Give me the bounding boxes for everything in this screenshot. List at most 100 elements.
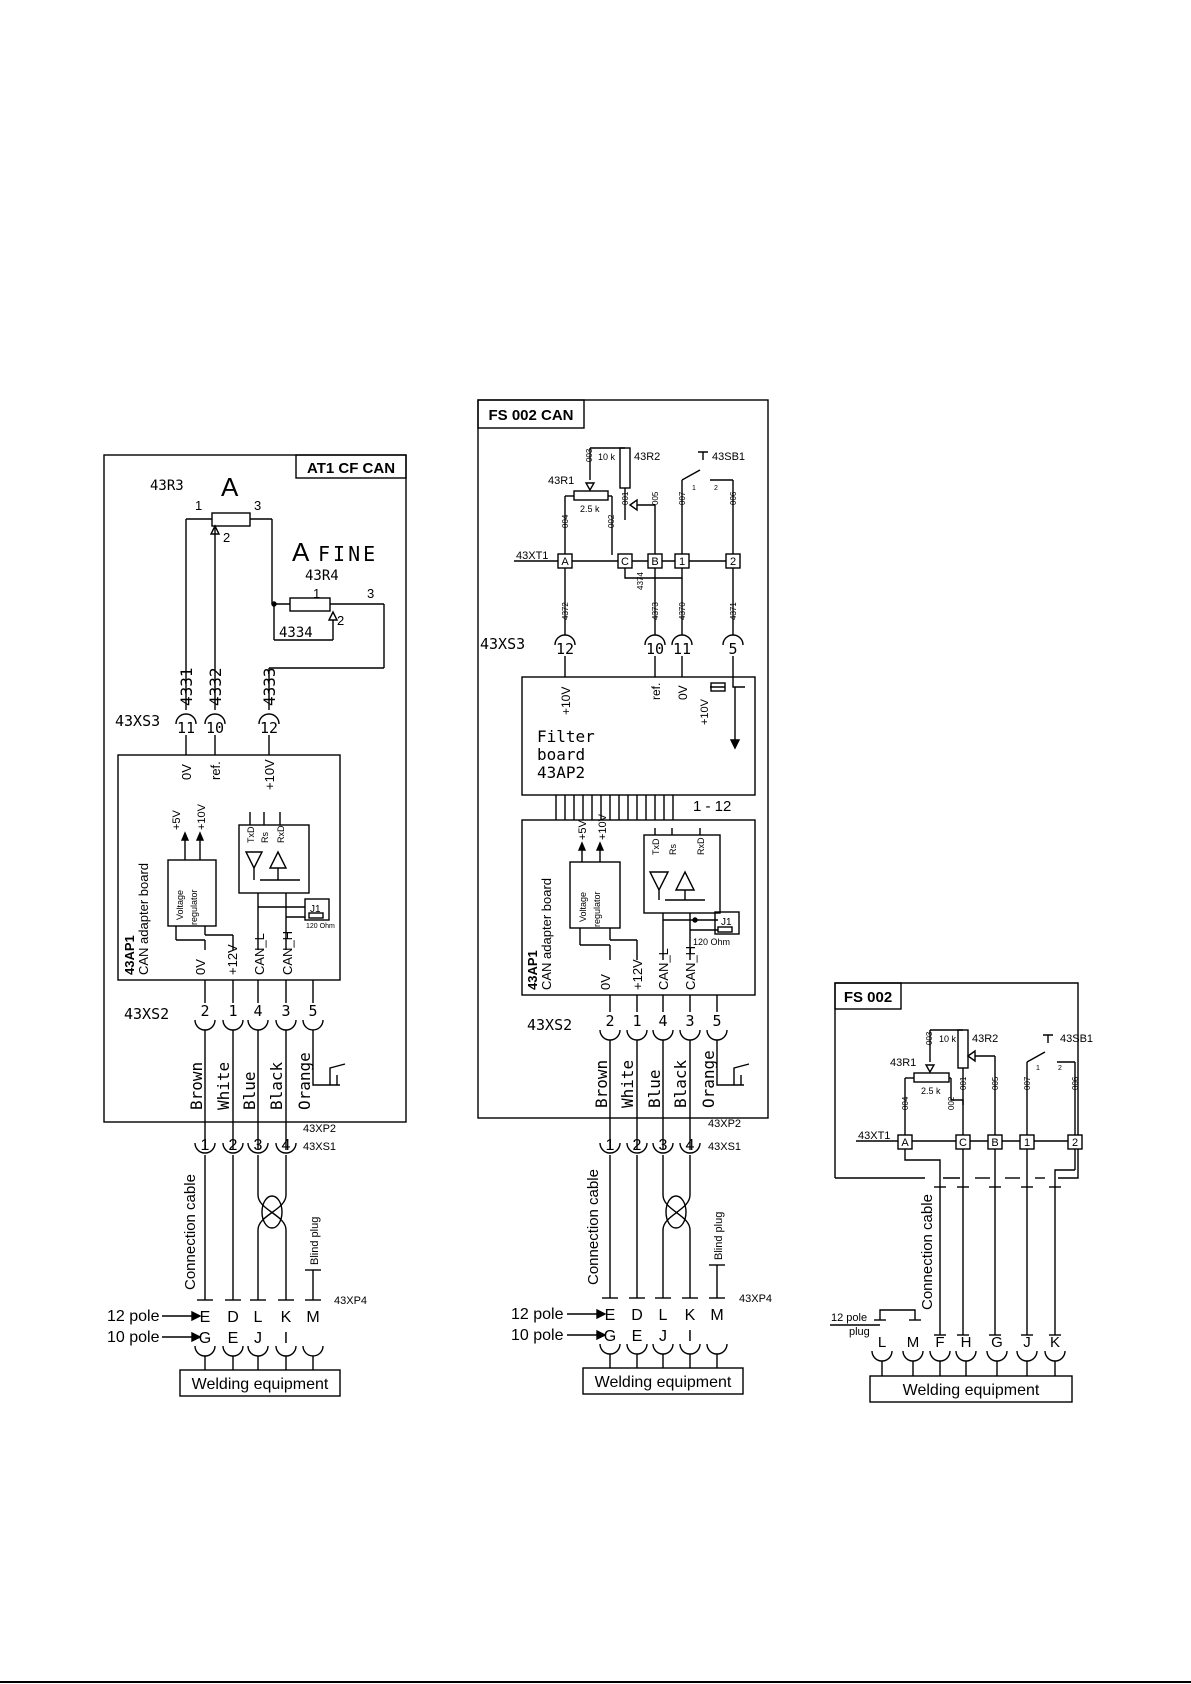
fs002can-j1-jumper bbox=[714, 911, 740, 935]
at1-reg-5v: +5V bbox=[171, 809, 183, 830]
fs002can-rxd: RxD bbox=[696, 837, 706, 855]
fs002can-w004: 004 bbox=[561, 514, 570, 528]
fs002can-sw-1: 1 bbox=[692, 485, 696, 492]
fs002can-xs3-label: 43XS3 bbox=[480, 635, 525, 653]
fs002can-reg-5v: +5V bbox=[577, 819, 589, 840]
at1-xs3-label: 43XS3 bbox=[115, 712, 160, 730]
at1-xs2-pin-4: 4 bbox=[253, 1002, 262, 1020]
fs002can-xs2-pin-2: 2 bbox=[605, 1012, 614, 1030]
fs002-w006: 006 bbox=[1071, 1076, 1080, 1090]
fs002can-w4374: 4374 bbox=[636, 572, 645, 590]
at1-wire-blue: Blue bbox=[240, 1071, 259, 1110]
at1-welding-equipment-label: Welding equipment bbox=[192, 1376, 329, 1393]
fs002can-xs1: 43XS1 bbox=[708, 1141, 741, 1153]
fs002can-board-id: 43AP1 bbox=[525, 950, 540, 990]
wire-4332: 4332 bbox=[206, 667, 225, 706]
fs002can-wire-black: Black bbox=[671, 1059, 690, 1108]
r4-pin2: 2 bbox=[337, 613, 344, 628]
fs002can-j1: J1 bbox=[721, 917, 732, 928]
fs002can-term-c: C bbox=[621, 556, 629, 568]
fs002can-pin-d: D bbox=[631, 1307, 643, 1324]
fs002can-enclosure bbox=[477, 399, 769, 1119]
fs002can-reg-text-1: Voltage bbox=[578, 892, 588, 922]
at1-xs3-pin-10: 10 bbox=[206, 719, 224, 737]
at1-reg-10v: +10V bbox=[196, 803, 208, 830]
at1-blind-plug: Blind plug bbox=[309, 1217, 321, 1265]
fs002-title: FS 002 bbox=[844, 989, 892, 1006]
fs002can-bottom-can-h: CAN_H bbox=[683, 946, 698, 990]
fs002can-fb-10v: +10V bbox=[559, 687, 573, 715]
fs002-r1-val: 2.5 k bbox=[921, 1086, 941, 1096]
fs002can-w007: 007 bbox=[678, 491, 687, 505]
fs002-term-1: 1 bbox=[1024, 1137, 1030, 1149]
at1-xs1-pin-2: 2 bbox=[229, 1137, 238, 1154]
at1-board-ref: ref. bbox=[208, 761, 223, 780]
at1-title-box bbox=[295, 454, 407, 479]
fs002can-term-b: B bbox=[651, 556, 658, 568]
fs002can-blind-plug: Blind plug bbox=[713, 1212, 725, 1260]
at1-pin-l: L bbox=[254, 1309, 263, 1326]
at1-can-adapter-board bbox=[117, 754, 341, 981]
fs002-w004: 004 bbox=[901, 1096, 910, 1110]
wire-4333: 4333 bbox=[260, 667, 279, 706]
fs002-welding-equipment bbox=[869, 1375, 1073, 1403]
fs002-pin-j: J bbox=[1023, 1334, 1031, 1351]
fs002can-board-name: CAN adapter board bbox=[539, 878, 554, 990]
fs002-sw-1: 1 bbox=[1036, 1065, 1040, 1072]
at1-pin-e2: E bbox=[228, 1330, 239, 1347]
fs002-enclosure bbox=[834, 982, 1079, 1179]
fs002-pin-m: M bbox=[907, 1334, 920, 1351]
fs002can-pin-g: G bbox=[604, 1328, 616, 1345]
at1-welding-equipment bbox=[179, 1369, 341, 1397]
fs002can-bottom-can-l: CAN_L bbox=[656, 948, 671, 990]
at1-bottom-0v: 0V bbox=[193, 959, 208, 975]
r3-pin1: 1 bbox=[195, 498, 202, 513]
at1-bottom-12v: +12V bbox=[225, 944, 240, 975]
fs002can-fb-ref: ref. bbox=[649, 683, 663, 700]
fs002can-xt1-label: 43XT1 bbox=[516, 550, 548, 562]
at1-pin-m: M bbox=[306, 1309, 319, 1326]
at1-10pole: 10 pole bbox=[107, 1329, 160, 1346]
r3-big-a: A bbox=[221, 472, 239, 502]
fs002can-ribbon-cable bbox=[555, 795, 674, 820]
at1-rs: Rs bbox=[260, 832, 270, 843]
fs002can-xs2-label: 43XS2 bbox=[527, 1016, 572, 1034]
fs002can-reg-text-2: regulator bbox=[592, 891, 602, 927]
fs002-pin-h: H bbox=[961, 1334, 972, 1351]
at1-bottom-can-h: CAN_H bbox=[280, 931, 295, 975]
fs002-title-box bbox=[834, 982, 902, 1010]
fs002can-wire-white: White bbox=[618, 1060, 637, 1108]
fs002can-term-2: 2 bbox=[730, 556, 736, 568]
fs002can-term-1: 1 bbox=[679, 556, 685, 568]
fs002can-xs2-pin-3: 3 bbox=[685, 1012, 694, 1030]
fs002can-sb1-label: 43SB1 bbox=[712, 451, 745, 463]
at1-pin-j: J bbox=[254, 1330, 262, 1347]
at1-pin-d: D bbox=[227, 1309, 239, 1326]
fs002can-welding-equipment-label: Welding equipment bbox=[595, 1374, 732, 1391]
fs002can-w005: 005 bbox=[651, 491, 660, 505]
fs002-sb1-label: 43SB1 bbox=[1060, 1033, 1093, 1045]
r3-pin3: 3 bbox=[254, 498, 261, 513]
at1-12pole: 12 pole bbox=[107, 1308, 160, 1325]
fs002can-rs: Rs bbox=[668, 844, 678, 855]
fs002-r1 bbox=[913, 1072, 950, 1083]
fs002can-bottom-12v: +12V bbox=[630, 959, 645, 990]
fs002-r2-val: 10 k bbox=[939, 1034, 957, 1044]
fs002-term-b: B bbox=[991, 1137, 998, 1149]
fs002can-can-adapter-board bbox=[521, 819, 756, 996]
at1-xs1-pin-3: 3 bbox=[254, 1137, 263, 1154]
r4-pin3: 3 bbox=[367, 586, 374, 601]
fs002can-r1-val: 2.5 k bbox=[580, 504, 600, 514]
at1-board-10v: +10V bbox=[262, 759, 277, 790]
r3-pin2: 2 bbox=[223, 530, 230, 545]
fs002-term-a: A bbox=[901, 1137, 909, 1149]
fs002can-pin-m: M bbox=[710, 1307, 723, 1324]
fs002can-sw-2: 2 bbox=[714, 485, 718, 492]
fs002can-w001: 001 bbox=[621, 491, 630, 505]
fs002can-fb-0v: 0V bbox=[676, 685, 690, 700]
fs002-12pole: 12 pole bbox=[831, 1312, 867, 1324]
fs002can-10pole: 10 pole bbox=[511, 1327, 564, 1344]
fs002-plug: plug bbox=[849, 1326, 870, 1338]
at1-voltage-regulator bbox=[167, 859, 217, 927]
at1-xs3-pin-11: 11 bbox=[177, 719, 195, 737]
